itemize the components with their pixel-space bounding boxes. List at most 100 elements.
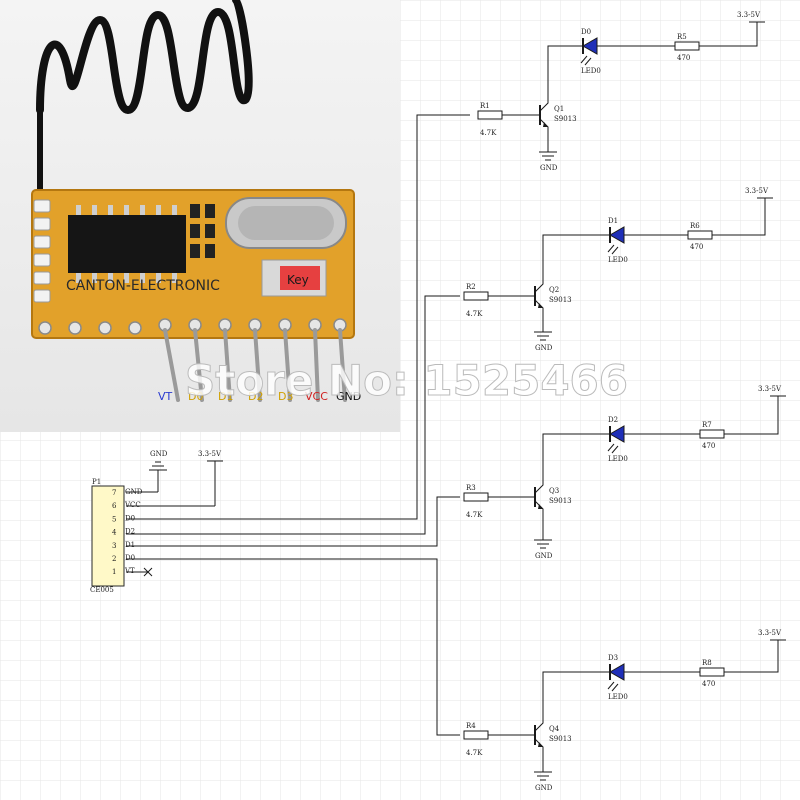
led-ref: D3	[608, 654, 618, 662]
supply-symbol: 3.3-5V	[737, 11, 765, 23]
gnd-symbol: GND	[534, 771, 553, 792]
supply-symbol: 3.3-5V	[745, 187, 773, 199]
led-resistor-ref: R7	[702, 421, 712, 429]
transistor-collector	[534, 695, 544, 732]
transistor-ref: Q2	[549, 286, 559, 294]
gnd-label: GND	[535, 784, 553, 792]
connector-pin-6: 6 VCC	[112, 501, 141, 510]
connector-gnd-symbol	[149, 461, 167, 492]
signal-wires	[126, 114, 470, 736]
led-resistor-value: 470	[702, 442, 715, 450]
base-resistor-body	[463, 492, 489, 502]
pin-label-vt: VT	[158, 390, 173, 403]
transistor-collector	[534, 256, 544, 293]
base-resistor-value: 4.7K	[480, 129, 497, 137]
connector-pin-number: 2	[112, 555, 116, 563]
connector-pin-number: 4	[112, 529, 117, 537]
collector-led-wire	[542, 433, 610, 457]
collector-led-wire	[547, 45, 583, 75]
connector-pin-2: 2 D0	[112, 554, 135, 563]
gnd-symbol: GND	[534, 539, 553, 560]
supply-wire	[699, 22, 758, 47]
gnd-label: GND	[540, 164, 558, 172]
base-resistor-body	[463, 730, 489, 740]
supply-label: 3.3-5V	[745, 187, 769, 195]
led-resistor-ref: R8	[702, 659, 712, 667]
transistor-type: S9013	[549, 497, 572, 505]
led-resistor-body	[699, 667, 725, 677]
pin-label-d1: D1	[218, 390, 233, 403]
connector-pin-4: 4 D2	[112, 528, 135, 537]
base-resistor-value: 4.7K	[466, 511, 483, 519]
transistor-arrow	[538, 742, 543, 747]
led-light-arrows	[607, 244, 619, 255]
transistor-ref: Q4	[549, 725, 560, 733]
gnd-symbol: GND	[534, 331, 553, 352]
connector-pin-name: VCC	[124, 501, 141, 509]
base-resistor: R3 4.7K	[463, 484, 535, 519]
pin-label-gnd: GND	[336, 390, 361, 403]
connector-pin-name: VT	[124, 567, 135, 575]
base-resistor-body	[477, 110, 503, 120]
supply-label: 3.3-5V	[737, 11, 761, 19]
connector-pin-name: D2	[125, 528, 135, 536]
connector-pin-name: D1	[125, 541, 135, 549]
pin-label-d2: D2	[248, 390, 263, 403]
supply-symbol: 3.3-5V	[758, 629, 786, 641]
pin-label-vcc: VCC	[305, 390, 328, 403]
ic-chip	[68, 215, 186, 273]
pcb-side-pads	[33, 199, 51, 303]
led-ref: D0	[581, 28, 591, 36]
ic-pins	[76, 205, 177, 283]
key-button	[280, 266, 320, 290]
transistor-collector	[534, 457, 544, 494]
connector-body	[91, 485, 125, 587]
base-resistor-ref: R3	[466, 484, 476, 492]
module-photo: Key CANTON-ELECTRONIC VT	[0, 0, 400, 432]
led-ref: D2	[608, 416, 618, 424]
connector-vcc-label: 3.3-5V	[198, 450, 222, 458]
led-type: LED0	[608, 693, 628, 701]
supply-label: 3.3-5V	[758, 385, 782, 393]
led-type: LED0	[608, 455, 628, 463]
connector-ref: P1	[92, 478, 101, 486]
transistor-arrow	[543, 122, 548, 127]
supply-wire	[724, 640, 779, 673]
collector-led-wire	[542, 671, 610, 695]
transistor-arrow	[538, 504, 543, 509]
vt-no-connect	[126, 567, 153, 577]
connector-gnd-label: GND	[150, 450, 168, 458]
smd-parts	[190, 204, 215, 258]
connector-pin-name: D0	[125, 554, 135, 562]
led-light-arrows	[580, 55, 592, 66]
brand-text: CANTON-ELECTRONIC	[66, 278, 220, 294]
connector-part: CE005	[90, 586, 114, 594]
transistor-ref: Q3	[549, 487, 559, 495]
transistor-type: S9013	[554, 115, 577, 123]
connector-vcc-symbol	[126, 460, 223, 507]
led-ref: D1	[608, 217, 618, 225]
watermark-text: Store No: 1525466	[185, 356, 628, 405]
gnd-symbol: GND	[539, 151, 558, 172]
base-resistor-ref: R4	[466, 722, 476, 730]
transistor-type: S9013	[549, 296, 572, 304]
transistor-arrow	[538, 303, 543, 308]
transistor-collector	[539, 75, 549, 112]
gnd-label: GND	[535, 552, 553, 560]
led-resistor-body	[687, 230, 713, 240]
base-resistor-ref: R2	[466, 283, 476, 291]
pin-label-d3: D3	[278, 390, 293, 403]
connector-pin-number: 6	[112, 502, 117, 510]
